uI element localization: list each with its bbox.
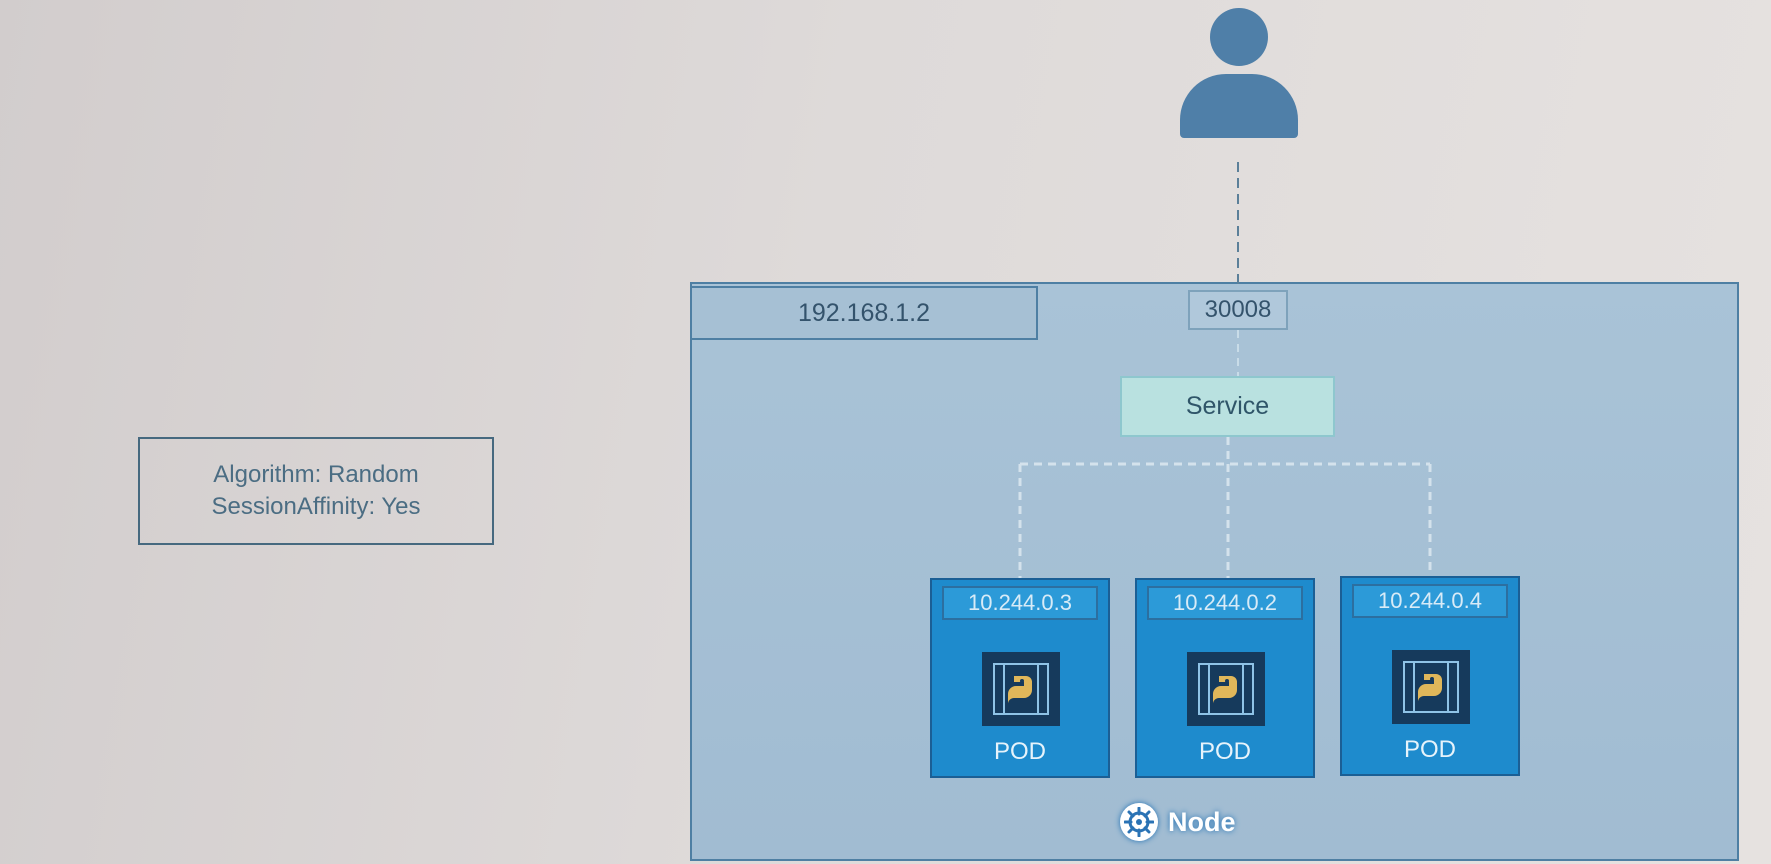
kubernetes-helm-icon xyxy=(1120,803,1158,841)
pod-ip-label: 10.244.0.4 xyxy=(1352,584,1508,618)
pod-label: POD xyxy=(1403,736,1456,763)
pod-card: 10.244.0.2 POD xyxy=(1135,578,1315,778)
load-balancing-info-box: Algorithm: Random SessionAffinity: Yes xyxy=(138,437,494,545)
node-label-text: Node xyxy=(1168,806,1236,837)
pod-card: 10.244.0.3 POD xyxy=(930,578,1110,778)
pod-label: POD xyxy=(1198,738,1251,765)
pod-label: POD xyxy=(993,738,1046,765)
pod-ip-label: 10.244.0.2 xyxy=(1147,586,1303,620)
node-label: Node xyxy=(1120,798,1236,846)
service-box: Service xyxy=(1120,376,1335,437)
container-icon xyxy=(1187,652,1265,726)
node-port-box: 30008 xyxy=(1188,290,1288,330)
pod-card: 10.244.0.4 POD xyxy=(1340,576,1520,776)
session-affinity-text: SessionAffinity: Yes xyxy=(211,493,421,520)
container-icon xyxy=(982,652,1060,726)
user-icon xyxy=(1180,74,1298,138)
pod-ip-label: 10.244.0.3 xyxy=(942,586,1098,620)
user-icon-head xyxy=(1210,8,1268,66)
node-ip-tab: 192.168.1.2 xyxy=(690,286,1038,340)
container-icon xyxy=(1392,650,1470,724)
algorithm-text: Algorithm: Random xyxy=(213,461,419,488)
